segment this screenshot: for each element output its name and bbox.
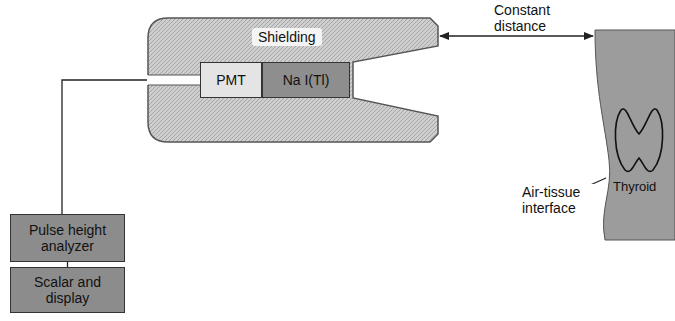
connector xyxy=(440,35,593,36)
thyroid-gland xyxy=(615,109,662,171)
slot-edge xyxy=(148,75,200,76)
analyzer-box: Pulse height analyzer xyxy=(10,214,125,262)
shielding-housing: ShieldingPMT Na I(Tl) xyxy=(148,18,438,142)
cable-slot xyxy=(147,75,200,85)
callout-label: Air-tissue interface xyxy=(520,184,596,216)
edge-label: Constant distance xyxy=(492,2,562,34)
neck-shape xyxy=(595,30,675,240)
node-text: Pulse height analyzer xyxy=(17,222,118,254)
crystal-box: Na I(Tl) xyxy=(262,62,350,98)
neck-outline xyxy=(595,30,675,240)
shield-outline xyxy=(148,18,438,142)
neck-outline: Thyroid xyxy=(595,30,675,240)
slot-edge xyxy=(148,85,200,86)
node-text: Shielding xyxy=(252,28,322,46)
pmt-box: PMT xyxy=(200,62,262,98)
display-box: Scalar and display xyxy=(10,267,125,313)
node-text: Thyroid xyxy=(613,180,656,195)
node-text: PMT xyxy=(216,72,246,88)
node-text: Na I(Tl) xyxy=(283,72,330,88)
node-text: Scalar and display xyxy=(17,274,118,306)
